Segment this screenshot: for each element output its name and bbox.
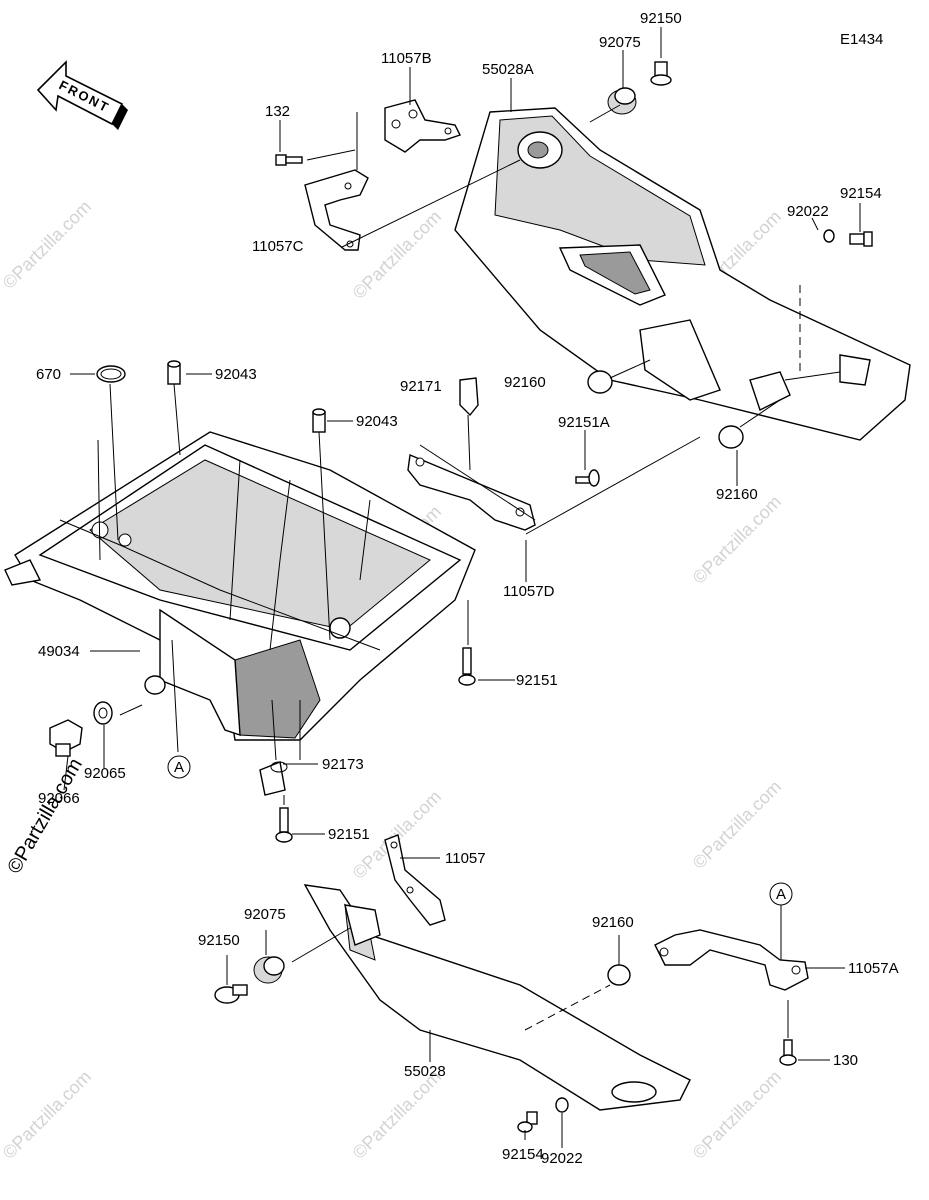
- lower-cover: [303, 884, 691, 1111]
- svg-text:A: A: [776, 886, 786, 903]
- watermark: ©Partzilla.com: [0, 196, 95, 292]
- bracket-11057C: [304, 169, 369, 251]
- label-92160-c: 92160: [592, 914, 634, 931]
- label-92151-a: 92151: [516, 672, 558, 689]
- watermark: ©Partzilla.com: [689, 776, 785, 872]
- label-130: 130: [833, 1052, 858, 1069]
- label-92173: 92173: [322, 756, 364, 773]
- bolt-92154-bot: [517, 1111, 538, 1133]
- bolt-92151-a: [458, 647, 476, 686]
- drain-bolt-92066: [49, 719, 83, 757]
- label-92065: 92065: [84, 765, 126, 782]
- callout-a-right: A: [769, 882, 793, 906]
- washer-92022-right: [823, 229, 835, 243]
- label-92066: 92066: [38, 790, 80, 807]
- label-92150-top: 92150: [640, 10, 682, 27]
- label-92150-bot: 92150: [198, 932, 240, 949]
- bracket-11057B: [384, 99, 461, 153]
- callout-a-left: A: [167, 755, 191, 779]
- dowel-92043-b: [312, 408, 326, 433]
- bracket-11057: [384, 834, 446, 926]
- label-11057: 11057: [445, 850, 486, 867]
- bolt-92151-b: [275, 807, 293, 843]
- bolt-92154-right: [849, 231, 873, 247]
- label-92160-b: 92160: [716, 486, 758, 503]
- washer-92065: [93, 701, 113, 725]
- label-132: 132: [265, 103, 290, 120]
- label-11057C: 11057C: [252, 238, 304, 255]
- bolt-92150-top: [650, 61, 672, 86]
- part-labels: 92150 92075 11057B 55028A 132 11057C 921…: [36, 10, 899, 1167]
- grommet-92160-a: [587, 370, 613, 394]
- bolt-130: [779, 1039, 797, 1066]
- watermark: ©Partzilla.com: [689, 491, 785, 587]
- label-11057D: 11057D: [503, 583, 555, 600]
- washer-92022-bot: [555, 1097, 569, 1113]
- clip-92171: [459, 377, 479, 417]
- grommet-92075-top: [607, 87, 637, 115]
- bracket-11057D: [407, 454, 536, 531]
- upper-cover: [454, 107, 911, 441]
- label-92154-bot: 92154: [502, 1146, 544, 1163]
- leader-lines: [63, 27, 861, 1148]
- label-49034: 49034: [38, 643, 80, 660]
- bracket-11057A: [654, 929, 809, 991]
- watermark: ©Partzilla.com: [0, 1066, 95, 1162]
- label-92075-top: 92075: [599, 34, 641, 51]
- dowel-92043-a: [167, 360, 181, 385]
- clamp-92173: [259, 761, 288, 796]
- grommet-92160-b: [718, 425, 744, 449]
- o-ring-670: [96, 365, 126, 383]
- watermark: ©Partzilla.com: [349, 206, 445, 302]
- label-92022-right: 92022: [787, 203, 829, 220]
- watermark: ©Partzilla.com: [349, 1066, 445, 1162]
- label-92154-right: 92154: [840, 185, 882, 202]
- label-92151A: 92151A: [558, 414, 610, 431]
- label-11057A: 11057A: [848, 960, 899, 977]
- label-92160-a: 92160: [504, 374, 546, 391]
- watermark: ©Partzilla.com: [689, 1066, 785, 1162]
- grommet-92160-c: [607, 964, 631, 986]
- label-92043-a: 92043: [215, 366, 257, 383]
- label-92075-bot: 92075: [244, 906, 286, 923]
- diagram-code: E1434: [840, 31, 883, 48]
- label-55028A: 55028A: [482, 61, 534, 78]
- front-arrow-icon: FRONT: [36, 60, 128, 130]
- bolt-92151A: [575, 469, 600, 487]
- bolt-132: [275, 154, 303, 166]
- label-92151-b: 92151: [328, 826, 370, 843]
- label-92171: 92171: [400, 378, 442, 395]
- label-55028: 55028: [404, 1063, 446, 1080]
- label-92043-b: 92043: [356, 413, 398, 430]
- label-11057B: 11057B: [381, 50, 432, 67]
- bolt-92150-bot: [214, 984, 248, 1004]
- oil-pan: [4, 431, 476, 741]
- watermark-dark: ©Partzilla.com: [3, 755, 87, 878]
- label-670: 670: [36, 366, 61, 383]
- label-92022-bot: 92022: [541, 1150, 583, 1167]
- svg-text:A: A: [174, 759, 184, 776]
- grommet-92075-bot: [253, 956, 285, 984]
